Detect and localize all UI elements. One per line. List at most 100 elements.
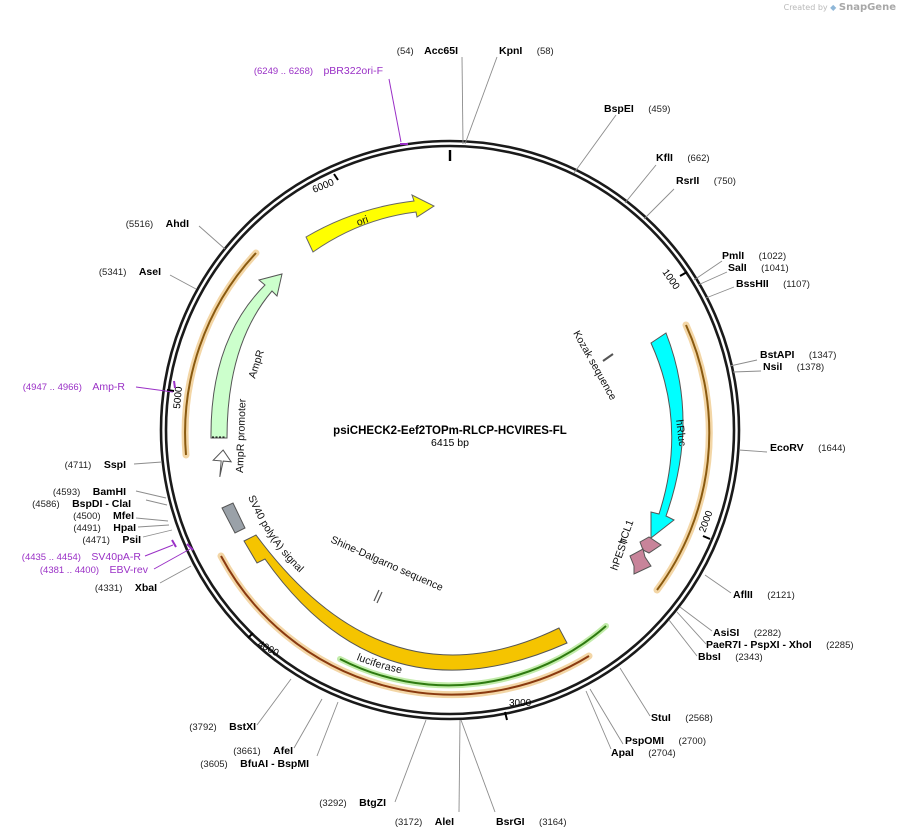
enzyme-stui-name: StuI (651, 712, 671, 724)
enzyme-kfli: KflI (662) (656, 148, 710, 165)
hrluc-label: hRluc (673, 419, 688, 447)
enzyme-asisi: AsiSI (2282) (713, 623, 781, 640)
enzyme-bstxi: (3792) BstXI (189, 717, 256, 734)
enzyme-bspei-name: BspEI (604, 103, 634, 115)
enzyme-sspi-name: SspI (104, 459, 126, 471)
enzyme-psii-name: PsiI (122, 534, 141, 546)
enzyme-mfei: (4500) MfeI (73, 506, 134, 523)
enzyme-stui: StuI (2568) (651, 708, 713, 725)
enzyme-psii-pos: (4471) (82, 535, 109, 546)
enzyme-bstxi-name: BstXI (229, 721, 256, 733)
enzyme-xbai: (4331) XbaI (95, 578, 157, 595)
enzyme-bfuai-bspmi-name: BfuAI - BspMI (240, 758, 309, 770)
enzyme-apai-name: ApaI (611, 747, 634, 759)
enzyme-pmli-name: PmlI (722, 250, 744, 262)
enzyme-bstapi: BstAPI (1347) (760, 345, 836, 362)
enzyme-bbsi: BbsI (2343) (698, 647, 763, 664)
enzyme-acc65i: (54) Acc65I (397, 41, 458, 58)
enzyme-bstapi-name: BstAPI (760, 349, 795, 361)
enzyme-afei: (3661) AfeI (233, 741, 293, 758)
kozak-feature: Kozak sequence (570, 329, 618, 403)
tick-label-3000: 3000 (509, 698, 532, 709)
enzyme-psii: (4471) PsiI (82, 530, 141, 547)
shine-dalgarno-textpath: Shine-Dalgarno sequence (329, 534, 445, 594)
enzyme-bsrgi: BsrGI (3164) (496, 812, 567, 829)
credit-prefix: Created by (783, 3, 828, 12)
ampr-promoter-feature: AmpR promoter (212, 398, 249, 477)
enzyme-sali-pos: (1041) (761, 263, 788, 274)
primer-pbr322ori-f-pos: (6249 .. 6268) (254, 66, 313, 77)
enzyme-ahdi-pos: (5516) (126, 219, 153, 230)
enzyme-alei-pos: (3172) (395, 817, 422, 828)
primer-ebv-rev: (4381 .. 4400) EBV-rev (40, 560, 149, 577)
enzyme-pspomi-pos: (2700) (679, 736, 706, 747)
enzyme-btgzi: (3292) BtgZI (319, 793, 386, 810)
enzyme-aflii: AflII (2121) (733, 585, 795, 602)
enzyme-apai: ApaI (2704) (611, 743, 676, 760)
enzyme-bbsi-name: BbsI (698, 651, 721, 663)
ampr-label: AmpR (246, 348, 267, 380)
enzyme-pmli-pos: (1022) (759, 251, 786, 262)
enzyme-bspei-pos: (459) (648, 104, 670, 115)
enzyme-bsrgi-name: BsrGI (496, 816, 525, 828)
tick-label-1000: 1000 (660, 267, 682, 292)
enzyme-ecorv-pos: (1644) (818, 443, 845, 454)
enzyme-nsii-pos: (1378) (797, 362, 824, 373)
enzyme-bstapi-pos: (1347) (809, 350, 836, 361)
enzyme-labels: (54) Acc65I KpnI (58) BspEI (459) KflI (… (32, 41, 854, 829)
primer-ebv-rev-pos: (4381 .. 4400) (40, 565, 99, 576)
enzyme-alei: (3172) AleI (395, 812, 454, 829)
shine-dalgarno-feature: Shine-Dalgarno sequence (329, 534, 445, 604)
enzyme-hpai: (4491) HpaI (73, 518, 136, 535)
plasmid-length: 6415 bp (431, 437, 469, 449)
enzyme-asisi-name: AsiSI (713, 627, 739, 639)
enzyme-afei-pos: (3661) (233, 746, 260, 757)
enzyme-bsshii: BssHII (1107) (736, 274, 810, 291)
primer-sv40pa-r-pos: (4435 .. 4454) (22, 552, 81, 563)
enzyme-bamhi-pos: (4593) (53, 487, 80, 498)
kozak-textpath: Kozak sequence (570, 329, 618, 403)
enzyme-asei-pos: (5341) (99, 267, 126, 278)
plasmid-name: psiCHECK2-Eef2TOPm-RLCP-HCVIRES-FL (333, 425, 567, 437)
enzyme-paer7i-pspxi-xhoi: PaeR7I - PspXI - XhoI (2285) (706, 635, 854, 652)
enzyme-ecorv-name: EcoRV (770, 442, 804, 454)
enzyme-ecorv: EcoRV (1644) (770, 438, 846, 455)
enzyme-hpai-pos: (4491) (73, 523, 100, 534)
enzyme-btgzi-name: BtgZI (359, 797, 386, 809)
enzyme-bfuai-bspmi: (3605) BfuAI - BspMI (200, 754, 309, 771)
enzyme-hpai-name: HpaI (113, 522, 136, 534)
enzyme-rsrii: RsrII (750) (676, 171, 736, 188)
enzyme-sali-name: SalI (728, 262, 747, 274)
sv40-feature: SV40 poly(A) signal (221, 493, 306, 575)
enzyme-asisi-pos: (2282) (754, 628, 781, 639)
enzyme-bbsi-pos: (2343) (735, 652, 762, 663)
enzyme-bstxi-pos: (3792) (189, 722, 216, 733)
primer-sv40pa-r: (4435 .. 4454) SV40pA-R (22, 547, 142, 564)
credit-brand: SnapGene (838, 2, 896, 13)
snapgene-logo-icon: ◆ (830, 3, 837, 12)
enzyme-bspdi-clai-name: BspDI - ClaI (72, 498, 131, 510)
enzyme-stui-pos: (2568) (685, 713, 712, 724)
enzyme-xbai-name: XbaI (135, 582, 157, 594)
enzyme-afei-name: AfeI (273, 745, 293, 757)
enzyme-bspdi-clai: (4586) BspDI - ClaI (32, 494, 131, 511)
enzyme-leaders (133, 56, 768, 813)
enzyme-bspei: BspEI (459) (604, 99, 670, 116)
enzyme-bfuai-bspmi-pos: (3605) (200, 759, 227, 770)
enzyme-apai-pos: (2704) (648, 748, 675, 759)
enzyme-rsrii-pos: (750) (714, 176, 736, 187)
primer-sv40pa-r-name: SV40pA-R (91, 551, 141, 563)
primer-marks (171, 143, 408, 551)
enzyme-kpni: KpnI (58) (499, 41, 554, 58)
orf-arcs (181, 249, 713, 699)
kozak-label: Kozak sequence (570, 329, 618, 403)
enzyme-pspomi-name: PspOMI (625, 735, 664, 747)
enzyme-sspi-pos: (4711) (65, 460, 92, 471)
enzyme-bamhi-name: BamHI (93, 486, 126, 498)
enzyme-bsrgi-pos: (3164) (539, 817, 566, 828)
ampr-promoter-label: AmpR promoter (234, 398, 249, 473)
primer-leaders (135, 78, 402, 570)
primer-pbr322ori-f-name: pBR322ori-F (323, 65, 383, 77)
primer-amp-r: (4947 .. 4966) Amp-R (23, 377, 126, 394)
enzyme-asei-name: AseI (139, 266, 161, 278)
